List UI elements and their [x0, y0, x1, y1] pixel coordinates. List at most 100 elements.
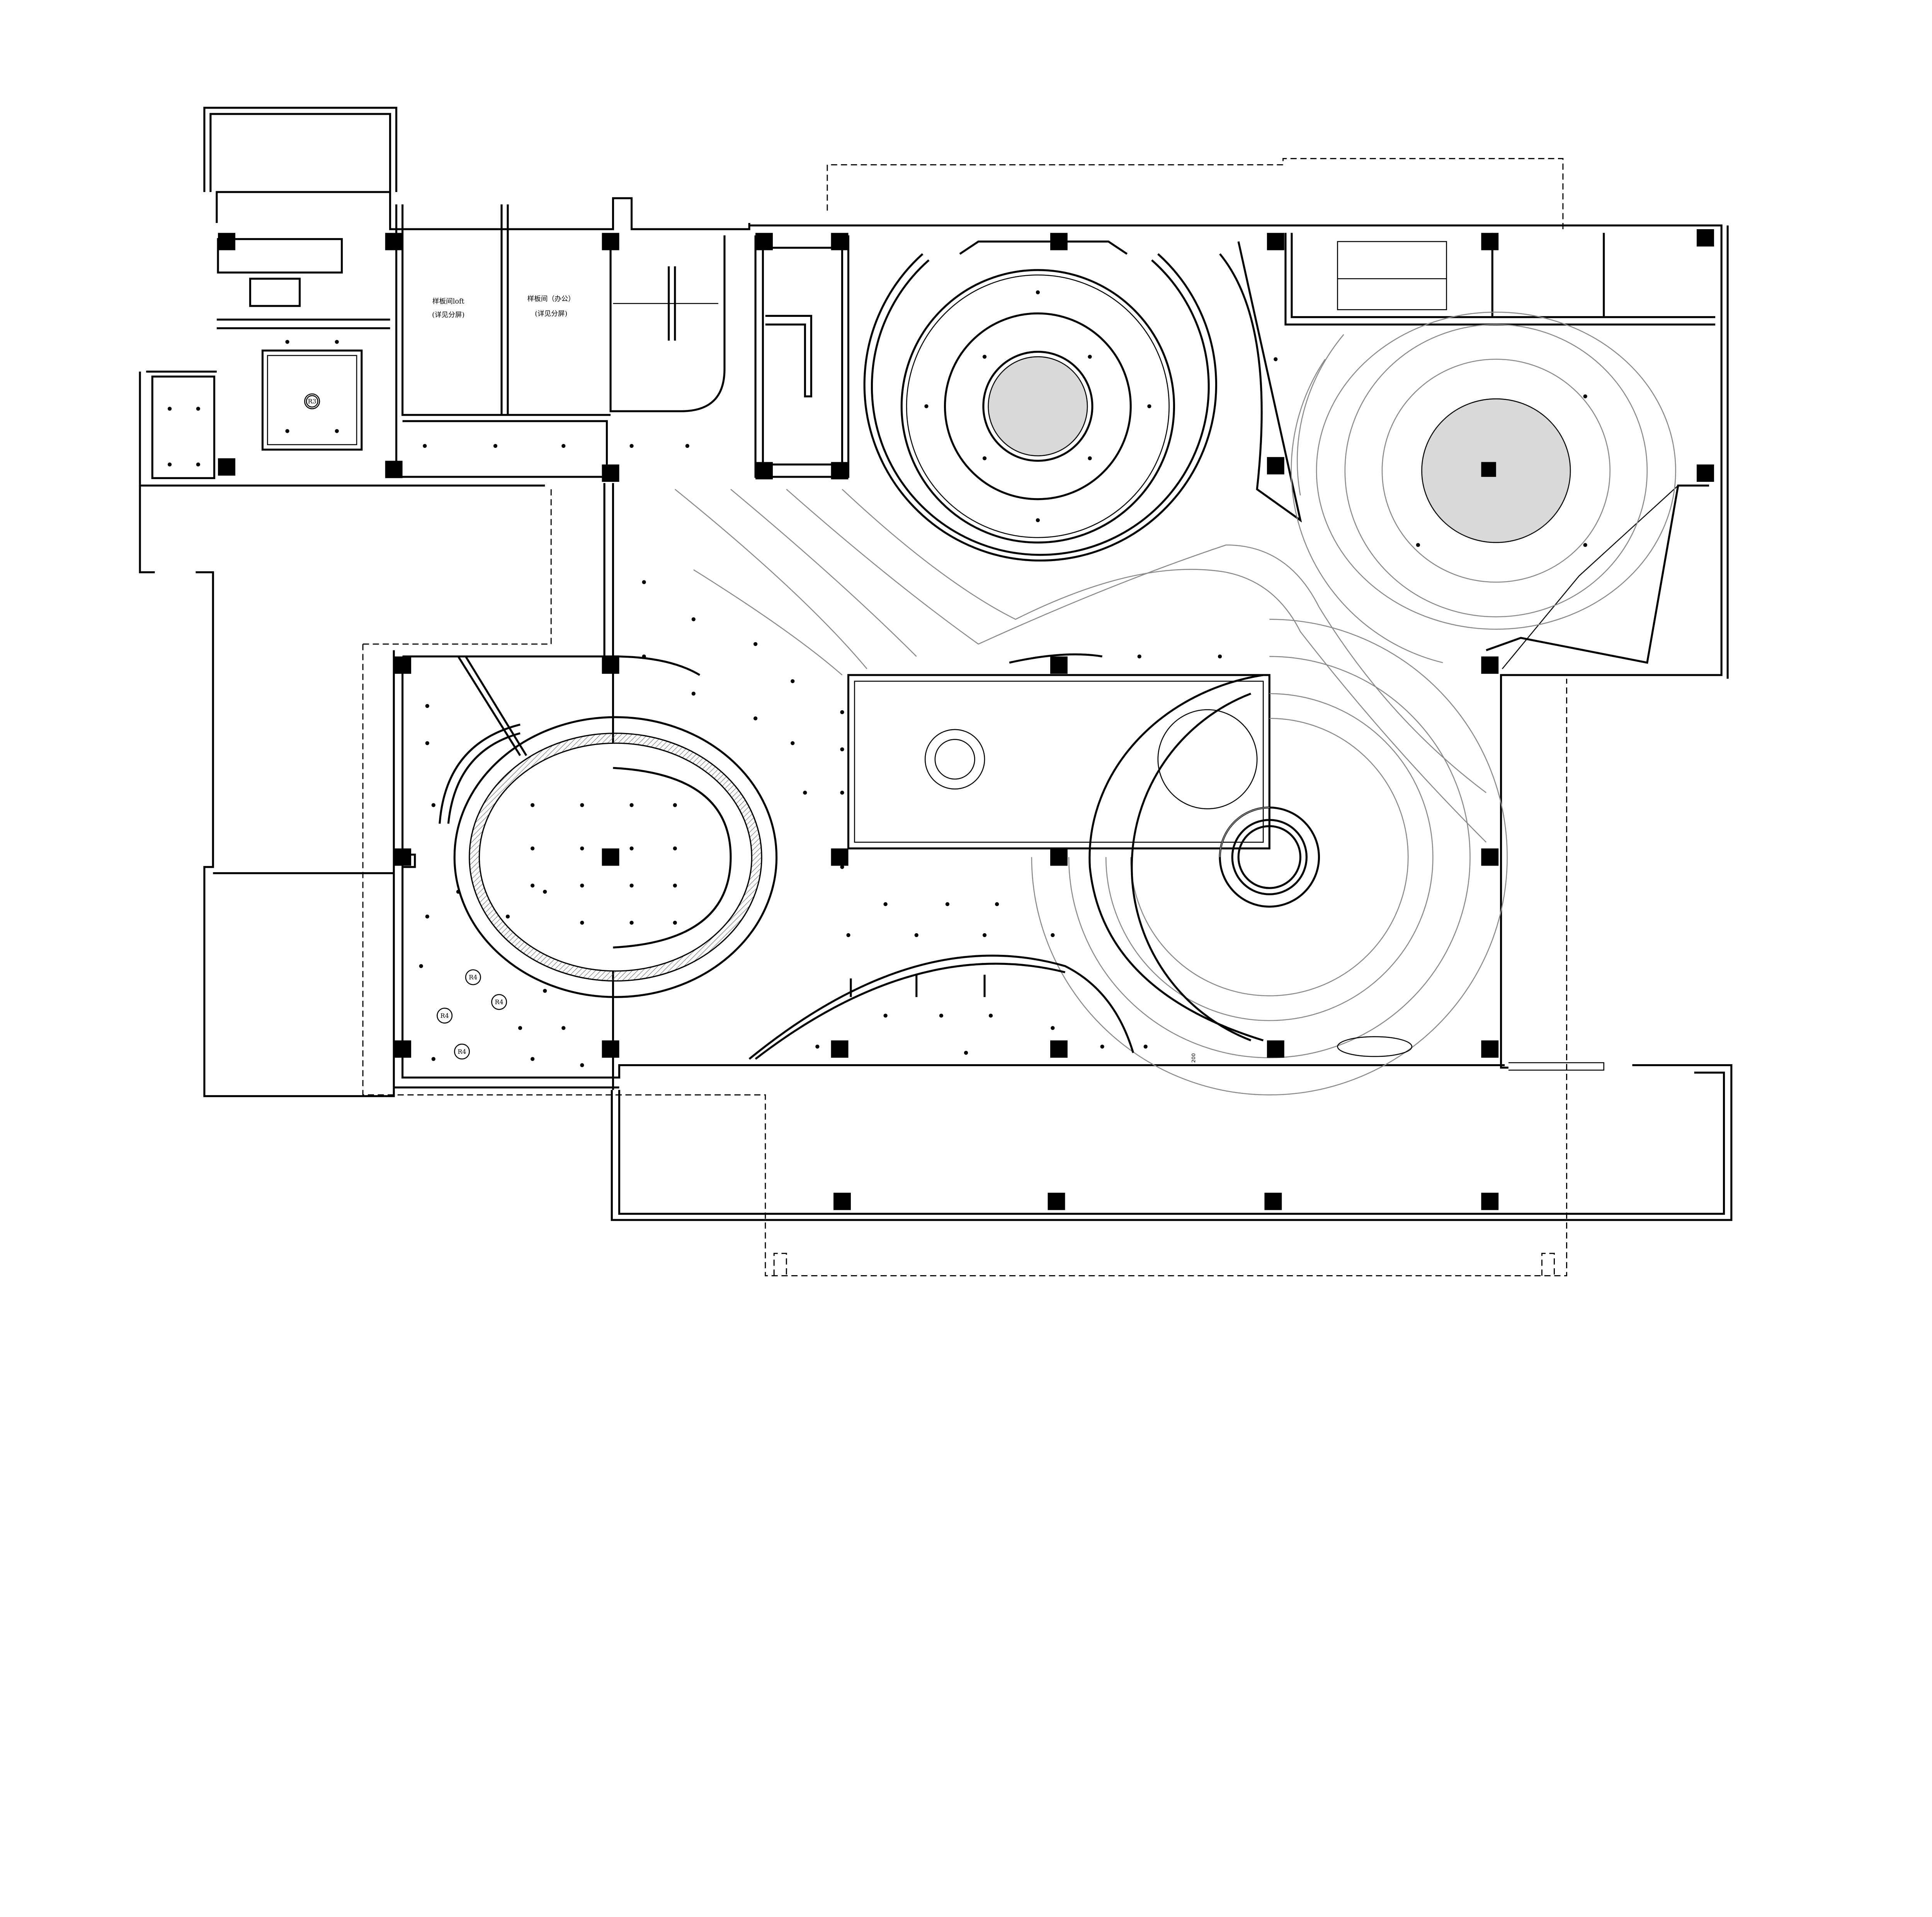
- column: [602, 848, 619, 866]
- central-ceiling-panel: [847, 674, 1270, 850]
- downlight: [673, 803, 677, 807]
- fixture-r4-label: R4: [457, 1048, 466, 1055]
- column: [1267, 457, 1284, 475]
- column: [1267, 233, 1284, 250]
- downlight: [840, 791, 844, 795]
- downlight: [285, 340, 289, 344]
- downlight: [580, 883, 584, 888]
- circular-ceiling-feature-bottom: [1031, 619, 1508, 1095]
- column: [602, 656, 619, 674]
- downlight: [561, 1026, 566, 1030]
- downlight: [1583, 543, 1587, 547]
- downlight: [1274, 357, 1278, 361]
- downlight: [196, 462, 200, 467]
- downlight: [493, 444, 498, 448]
- downlight: [803, 791, 807, 795]
- downlight: [691, 617, 696, 621]
- column: [1481, 656, 1499, 674]
- elliptical-ceiling-feature-right: [1291, 311, 1676, 663]
- downlight: [629, 444, 634, 448]
- downlight: [753, 642, 758, 646]
- downlight: [335, 340, 339, 344]
- column: [1264, 1192, 1282, 1210]
- downlight: [673, 883, 677, 888]
- downlight: [531, 803, 535, 807]
- fixture-r4-label: R4: [440, 1012, 449, 1019]
- column: [385, 233, 403, 250]
- downlight: [914, 933, 918, 937]
- downlight: [431, 1057, 435, 1061]
- downlight: [1036, 518, 1040, 522]
- column: [1481, 848, 1499, 866]
- downlight: [629, 803, 634, 807]
- column: [1697, 464, 1714, 482]
- ceiling-plan-drawing: 样板间loft (详见分屏) 样板间（办公） (详见分屏) R3 R4 R4 R…: [139, 107, 1733, 1276]
- column: [218, 233, 235, 250]
- downlight: [753, 716, 758, 721]
- dimension-label: 200: [1191, 1053, 1197, 1063]
- downlight: [642, 580, 646, 584]
- fixture-r4: R4 R4 R4 R4: [437, 969, 507, 1060]
- downlight: [431, 803, 435, 807]
- fixture-r4-label: R4: [469, 973, 477, 981]
- column: [1481, 233, 1499, 250]
- column: [602, 233, 619, 250]
- downlight: [1051, 933, 1055, 937]
- downlight: [1088, 456, 1092, 461]
- room-note-office: (详见分屏): [535, 310, 567, 318]
- column: [1050, 656, 1068, 674]
- downlight: [518, 1026, 522, 1030]
- downlight: [815, 1044, 820, 1049]
- column: [831, 462, 849, 480]
- column: [1050, 848, 1068, 866]
- downlight: [840, 710, 844, 714]
- column: [831, 233, 849, 250]
- downlight: [673, 846, 677, 850]
- downlight: [167, 407, 172, 411]
- column: [755, 233, 773, 250]
- downlight: [1143, 1044, 1148, 1049]
- column: [602, 1040, 619, 1058]
- downlight: [988, 1014, 993, 1018]
- column: [385, 461, 403, 478]
- downlight: [924, 404, 929, 408]
- column: [394, 848, 412, 866]
- fixture-r3-label: R3: [308, 398, 316, 405]
- column: [755, 462, 773, 480]
- column: [833, 1192, 851, 1210]
- downlight: [840, 865, 844, 869]
- downlight: [423, 444, 427, 448]
- column: [394, 656, 412, 674]
- column: [394, 1040, 412, 1058]
- downlight: [580, 846, 584, 850]
- downlight: [642, 654, 646, 658]
- downlight: [791, 679, 795, 684]
- downlight: [1218, 654, 1222, 658]
- downlight: [1088, 355, 1092, 359]
- bottom-arch-feature: [748, 954, 1134, 1060]
- downlight: [883, 1014, 888, 1018]
- downlights: [167, 290, 1587, 1067]
- downlight: [580, 803, 584, 807]
- downlight: [945, 902, 950, 906]
- downlight: [982, 456, 987, 461]
- room-label-loft: 样板间loft: [432, 298, 464, 305]
- downlight: [1147, 404, 1151, 408]
- downlight: [791, 741, 795, 745]
- downlight: [846, 933, 850, 937]
- downlight: [995, 902, 999, 906]
- downlight: [425, 914, 429, 919]
- circular-ceiling-feature-top: [863, 240, 1302, 562]
- downlight: [531, 883, 535, 888]
- downlight: [561, 444, 566, 448]
- downlight: [419, 964, 423, 968]
- interior-walls: [151, 204, 1716, 1090]
- column: [831, 1040, 849, 1058]
- downlight: [840, 747, 844, 752]
- room-note-loft: (详见分屏): [432, 311, 464, 319]
- downlight: [543, 890, 547, 894]
- downlight: [1036, 290, 1040, 294]
- column: [831, 848, 849, 866]
- downlight: [1100, 1044, 1104, 1049]
- column: [602, 464, 619, 482]
